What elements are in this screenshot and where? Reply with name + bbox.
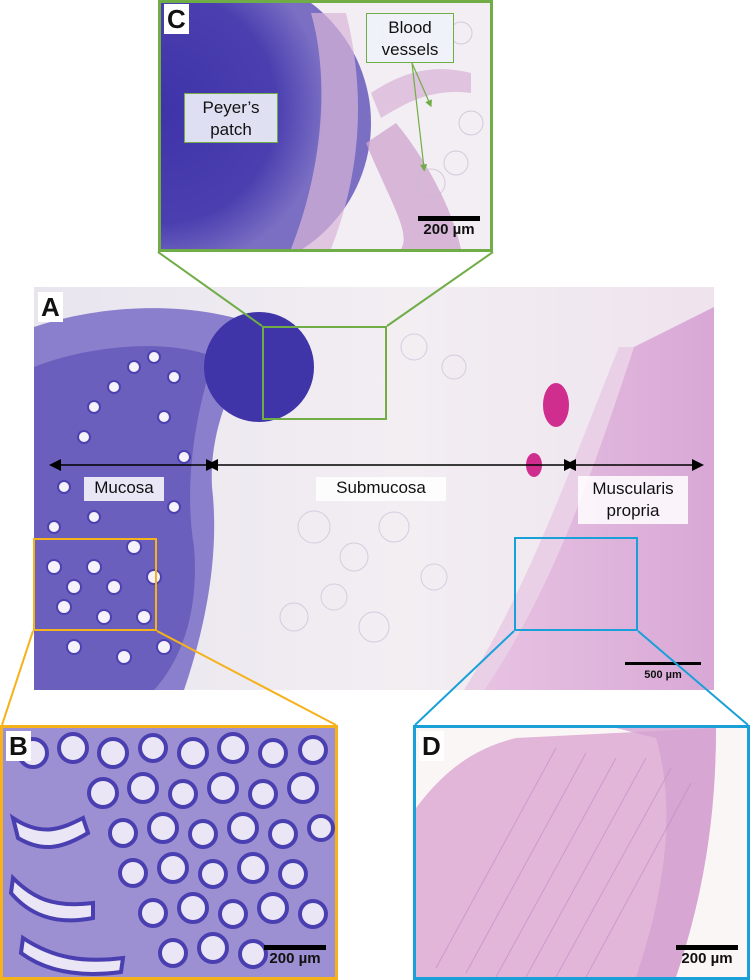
submucosa-label: Submucosa (316, 477, 446, 501)
panel-b-micrograph (3, 728, 335, 977)
panel-a-letter: A (38, 292, 63, 322)
panel-d-scale-bar: 200 µm (672, 945, 742, 967)
muscularis-propria-label: Muscularis propria (578, 476, 688, 524)
mucosa-label: Mucosa (84, 477, 164, 501)
panel-d-letter: D (419, 731, 444, 761)
panel-d (413, 725, 750, 980)
panel-c-letter: C (164, 4, 189, 34)
blood-vessels-label: Blood vessels (366, 13, 454, 63)
panel-b-letter: B (6, 731, 31, 761)
panel-b-source-box (33, 538, 157, 631)
panel-c-source-box (262, 326, 387, 420)
panel-a-micrograph (34, 287, 714, 690)
panel-b (0, 725, 338, 980)
peyers-patch-label: Peyer’s patch (184, 93, 278, 143)
panel-a (34, 287, 714, 690)
panel-d-source-box (514, 537, 638, 631)
panel-b-scale-bar: 200 µm (260, 945, 330, 967)
panel-a-scale-bar: 500 µm (624, 662, 702, 681)
panel-c-scale-bar: 200 µm (414, 216, 484, 238)
panel-d-micrograph (416, 728, 747, 977)
